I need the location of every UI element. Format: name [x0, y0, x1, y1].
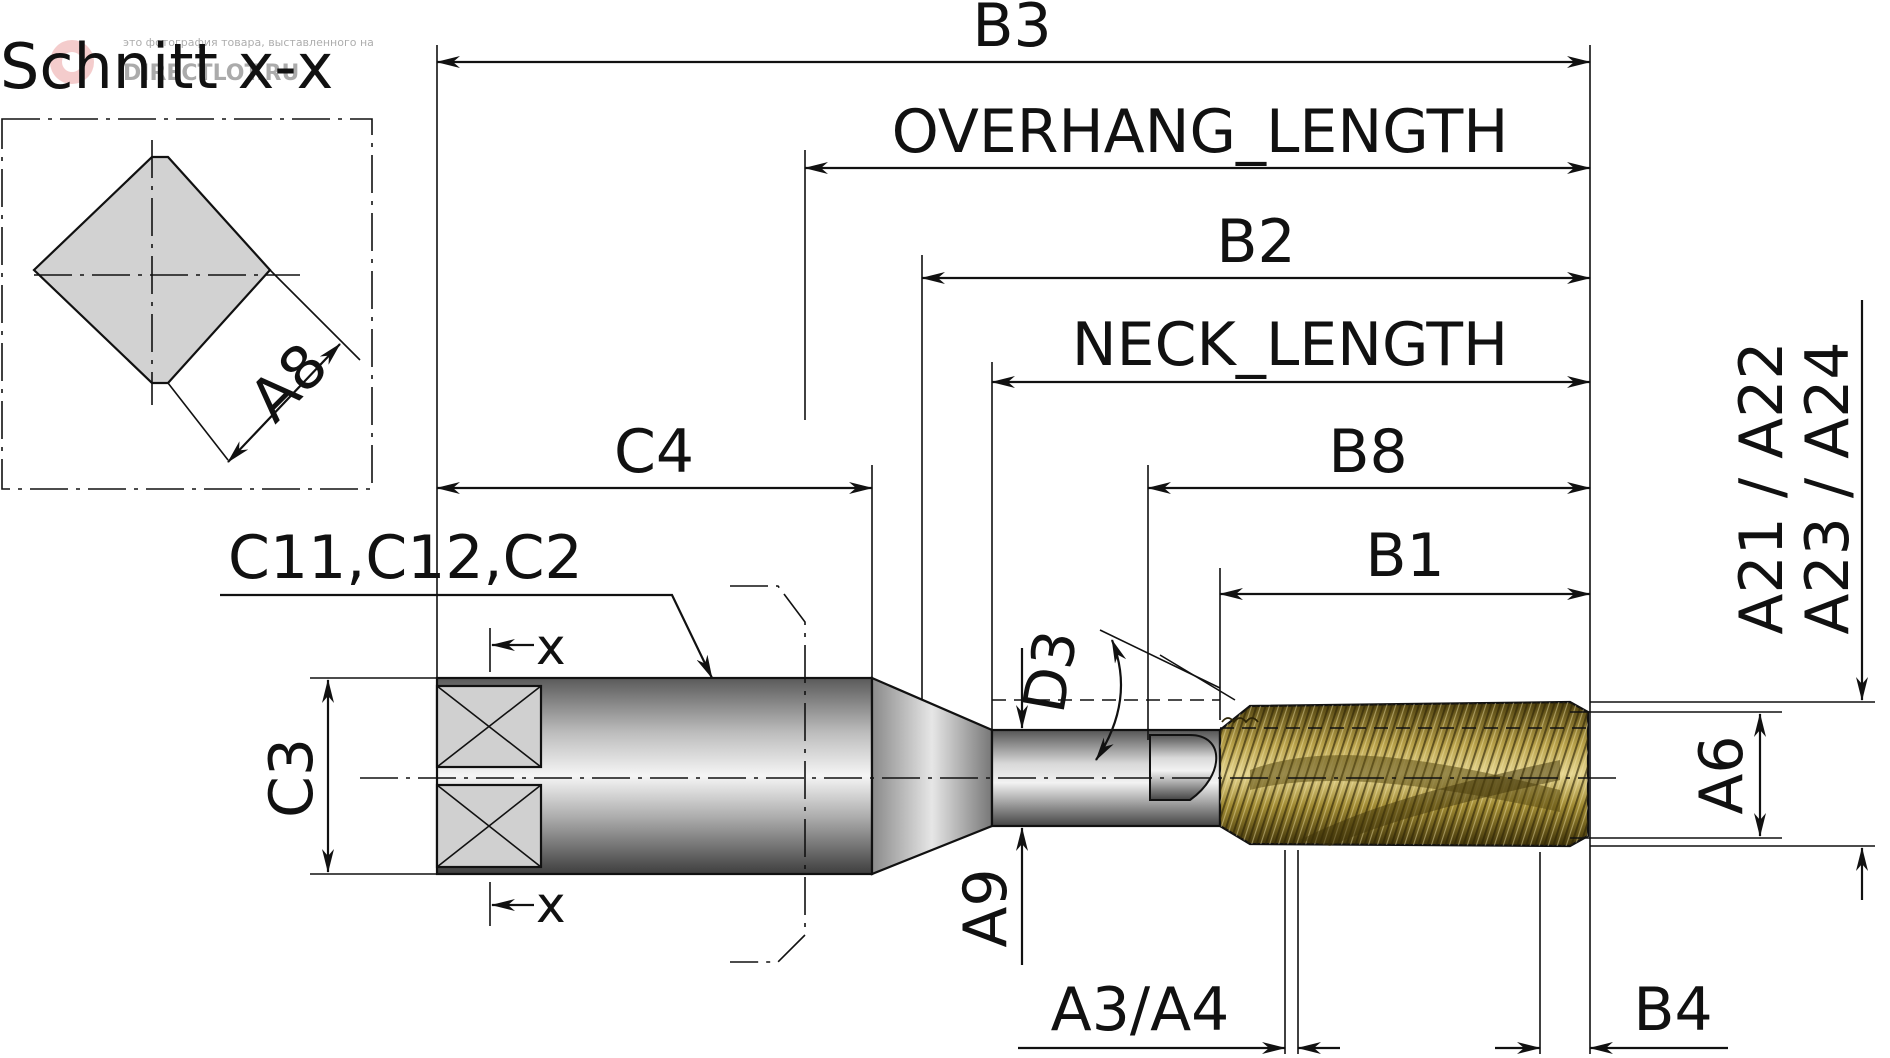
watermark-brand: DIRECTLOT.RU: [123, 61, 299, 86]
section-frame: [1, 118, 373, 490]
label-c11-c12-c2: C11,C12,C2: [228, 523, 583, 593]
tool-taper: [870, 676, 994, 876]
leader-c11-c12-c2: [220, 593, 713, 679]
label-a3-a4: A3/A4: [1051, 975, 1230, 1045]
dim-a8: [227, 343, 341, 463]
label-c4: C4: [614, 417, 694, 487]
label-b3: B3: [972, 0, 1051, 61]
label-b8: B8: [1328, 417, 1407, 487]
label-a9: A9: [951, 868, 1021, 947]
label-a6: A6: [1687, 735, 1757, 814]
label-a8: A8: [236, 330, 342, 436]
label-a23-a24: A23 / A24: [1793, 341, 1863, 634]
tap-tool: [360, 676, 1620, 876]
label-neck-length: NECK_LENGTH: [1072, 310, 1508, 380]
label-overhang-length: OVERHANG_LENGTH: [892, 97, 1509, 167]
label-b1: B1: [1365, 521, 1444, 591]
label-b2: B2: [1216, 207, 1295, 277]
watermark-caption: это фотография товара, выставленного на: [123, 36, 374, 49]
overhang-break-line: [730, 585, 806, 963]
tool-chip-groove: [1149, 734, 1218, 801]
dimensions: B3 OVERHANG_LENGTH B2 NECK_LENGTH B8 B1 …: [220, 0, 1868, 1054]
label-d3: D3: [1010, 625, 1091, 717]
watermark-logo-icon: [50, 40, 94, 84]
label-x-bottom: x: [536, 876, 566, 934]
label-a21-a22: A21 / A22: [1727, 341, 1797, 634]
section-title: Schnitt x-x: [0, 30, 333, 103]
dim-d3: [1095, 639, 1127, 761]
label-b4: B4: [1633, 975, 1712, 1045]
section-view: Schnitt x-x A8: [0, 30, 373, 490]
label-x-top: x: [536, 618, 566, 676]
label-c3: C3: [257, 738, 327, 818]
tool-flute: [1250, 755, 1560, 812]
extension-lines: [310, 45, 1875, 1054]
watermark: это фотография товара, выставленного на …: [50, 36, 374, 86]
